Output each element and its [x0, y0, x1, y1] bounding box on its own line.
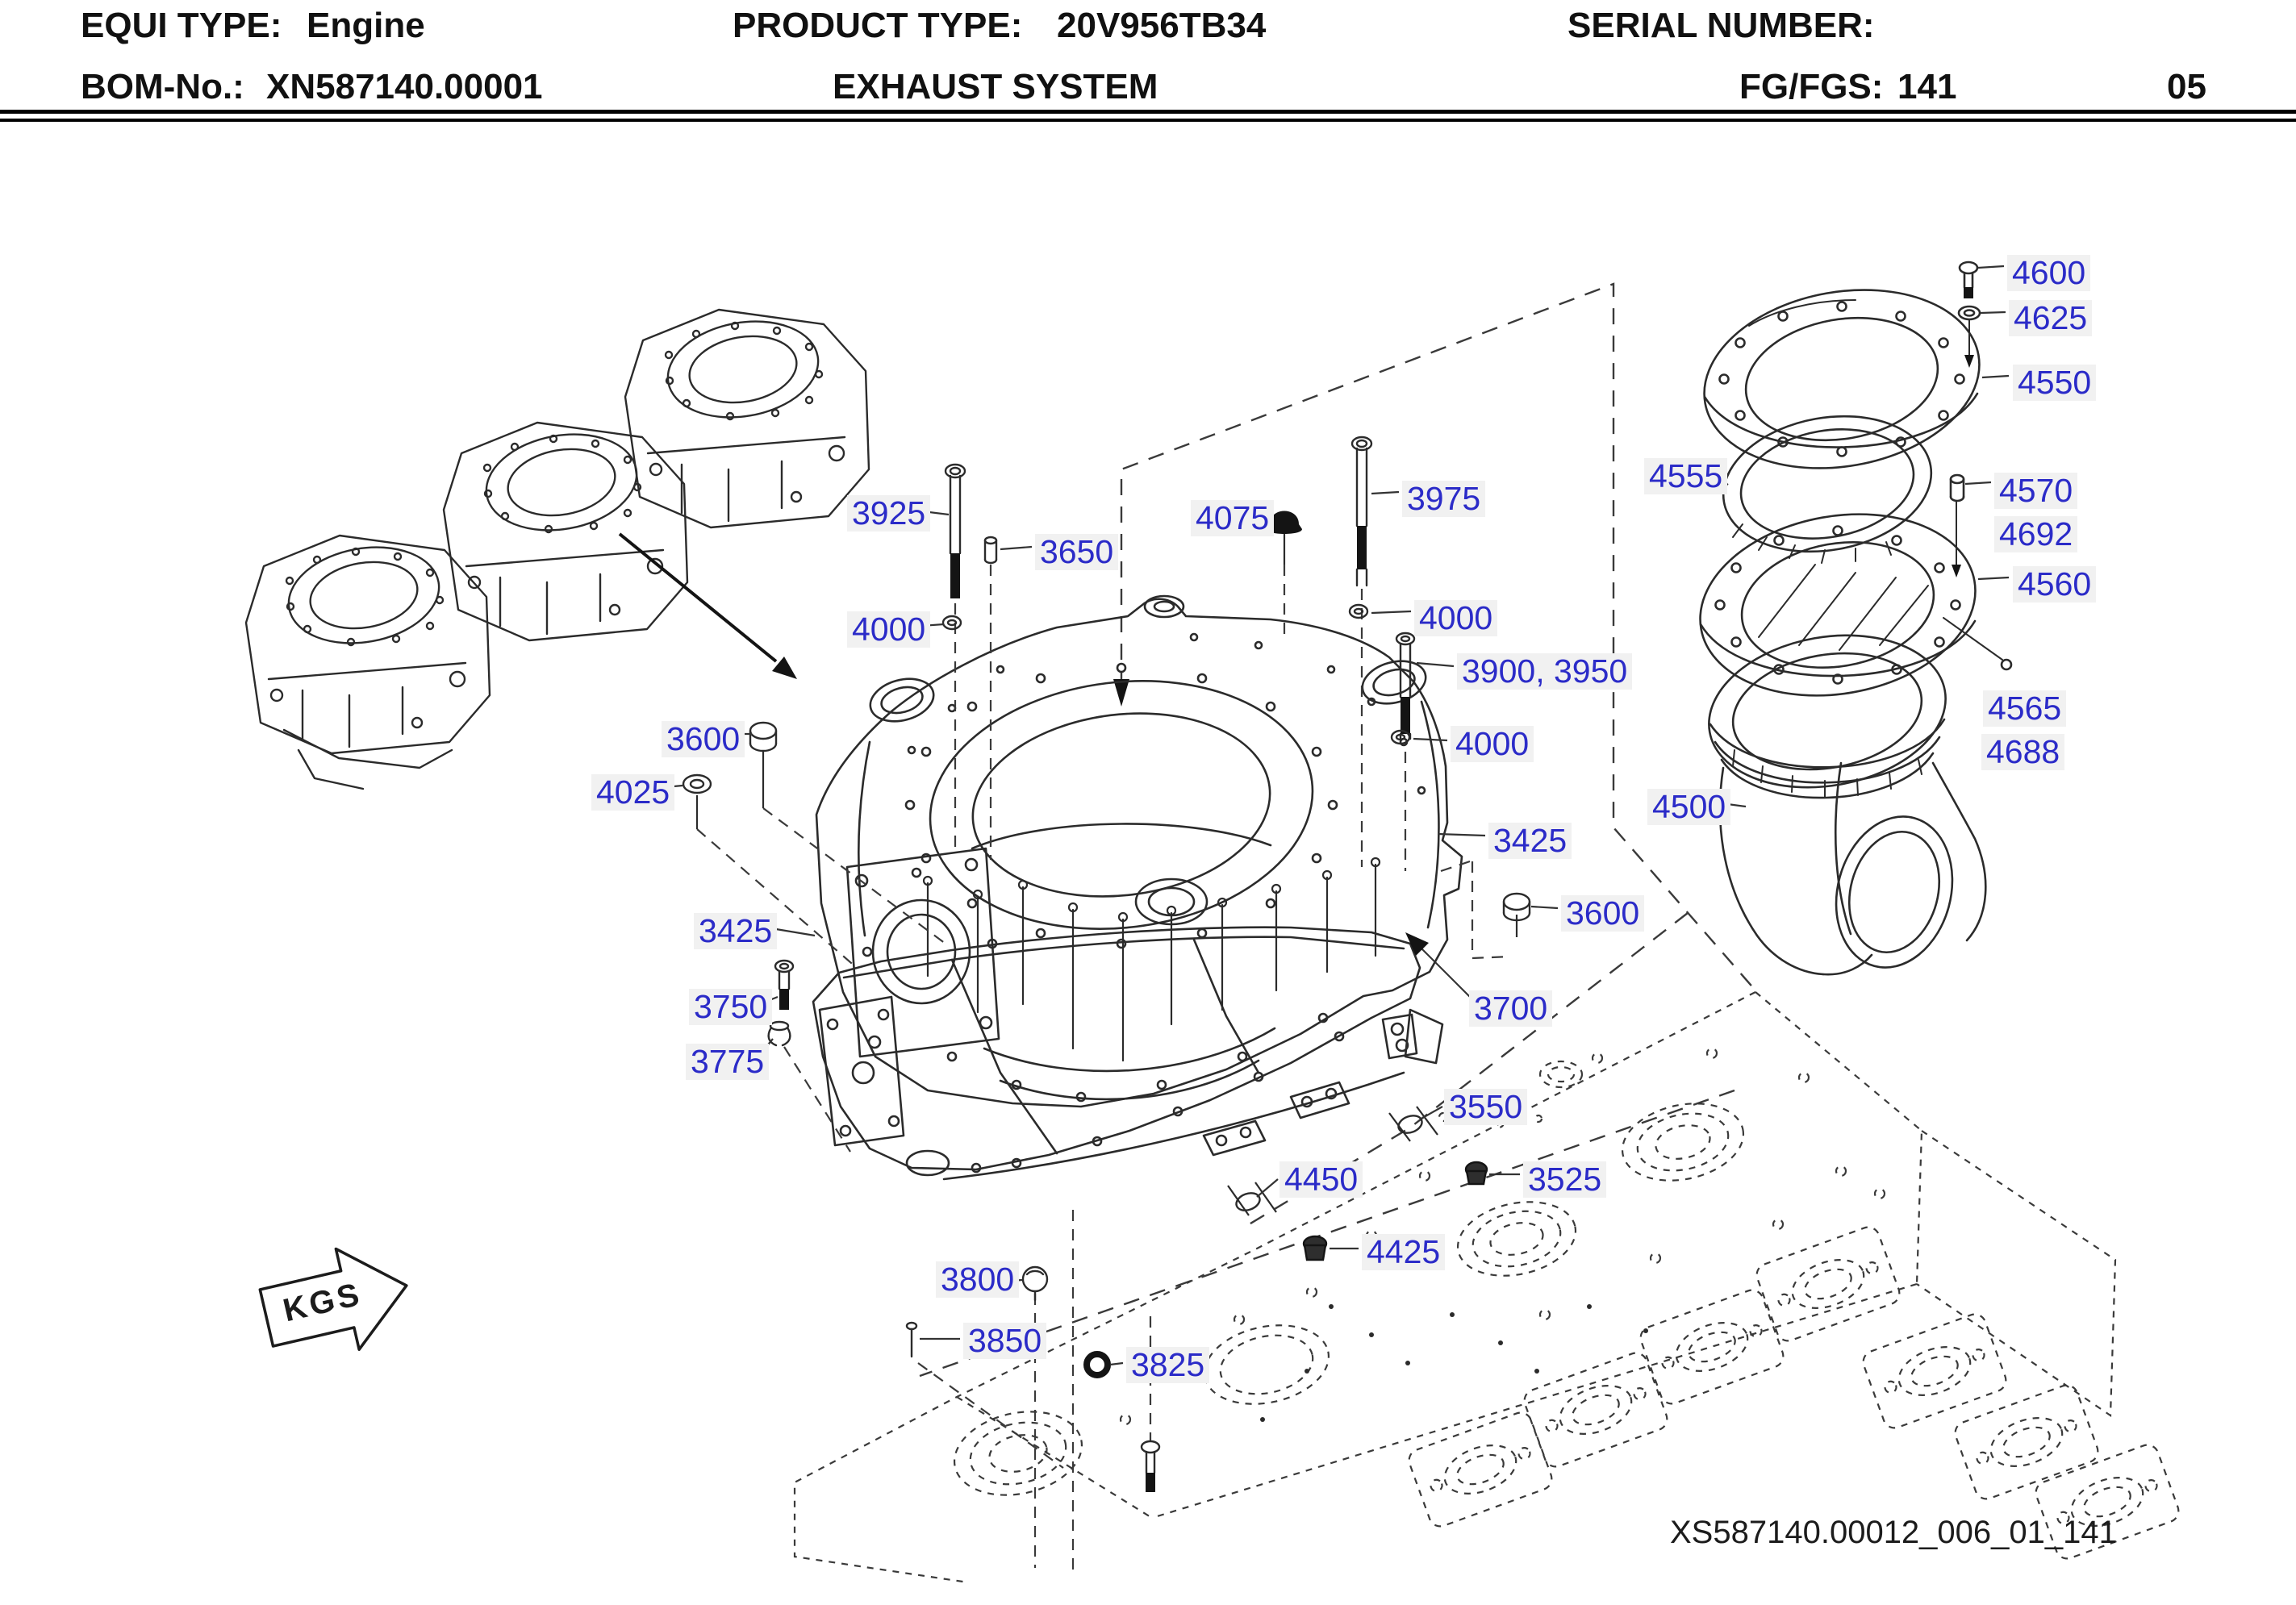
equi-type-label: EQUI TYPE: [81, 6, 282, 45]
flange-4550 [1703, 289, 1981, 469]
bom-no-label: BOM-No.: [81, 67, 244, 106]
drawing-id: XS587140.00012_006_01_141 [1670, 1515, 2117, 1550]
assembly-axes [696, 565, 1511, 1573]
bom-no-value: XN587140.00001 [266, 67, 543, 106]
part-callout-4075[interactable]: 4075 [1191, 500, 1275, 537]
fasteners [682, 436, 1531, 1492]
part-callout-4000-left[interactable]: 4000 [847, 611, 931, 648]
part-callout-4555[interactable]: 4555 [1644, 458, 1728, 495]
part-callout-4570[interactable]: 4570 [1994, 473, 2078, 510]
product-type-value: 20V956TB34 [1057, 6, 1267, 45]
part-callout-3700[interactable]: 3700 [1469, 990, 1553, 1028]
header-divider [0, 110, 2296, 122]
elbow-4500 [1708, 634, 1987, 976]
part-callout-4000-right-upper[interactable]: 4000 [1414, 600, 1498, 637]
part-callout-3550[interactable]: 3550 [1444, 1089, 1528, 1126]
system-title: EXHAUST SYSTEM [833, 67, 1158, 106]
flange-4560 [1699, 513, 1977, 697]
part-callout-3975[interactable]: 3975 [1402, 481, 1486, 518]
part-callout-4000-right-lower[interactable]: 4000 [1451, 726, 1534, 763]
equi-type-value: Engine [307, 6, 425, 45]
installed-assembly-inset [244, 308, 870, 790]
part-callout-4692[interactable]: 4692 [1994, 516, 2078, 553]
part-callout-4450[interactable]: 4450 [1279, 1161, 1363, 1199]
part-callout-4425[interactable]: 4425 [1362, 1234, 1446, 1271]
part-callout-4550[interactable]: 4550 [2013, 365, 2097, 402]
part-callout-3825[interactable]: 3825 [1126, 1347, 1210, 1384]
lower-housing-3700 [812, 926, 1444, 1181]
product-type-label: PRODUCT TYPE: [733, 6, 1023, 45]
part-callout-4500[interactable]: 4500 [1647, 789, 1731, 826]
upper-housing-3425 [815, 594, 1463, 1108]
part-callout-3425-left[interactable]: 3425 [694, 913, 778, 950]
part-callout-3600-left[interactable]: 3600 [662, 721, 745, 758]
leader-lines [664, 265, 2010, 1366]
part-callout-3775[interactable]: 3775 [686, 1044, 770, 1081]
outlet-flange-stack [1699, 261, 2013, 976]
sheet-number: 05 [2167, 67, 2206, 106]
part-callout-4688[interactable]: 4688 [1981, 734, 2065, 771]
part-callout-3600-right[interactable]: 3600 [1561, 895, 1645, 932]
part-callout-3425-right[interactable]: 3425 [1488, 823, 1572, 860]
serial-number-label: SERIAL NUMBER: [1568, 6, 1875, 45]
fg-fgs-label: FG/FGS: [1739, 67, 1884, 106]
fg-fgs-value: 141 [1897, 67, 1957, 106]
part-callout-4625[interactable]: 4625 [2009, 300, 2093, 337]
kgs-direction-arrow [258, 1247, 408, 1351]
part-callout-3525[interactable]: 3525 [1523, 1161, 1607, 1199]
leader-3700-arrowhead [1405, 932, 1429, 956]
part-callout-4560[interactable]: 4560 [2013, 566, 2097, 603]
part-callout-4565[interactable]: 4565 [1983, 690, 2067, 727]
install-arrow [618, 532, 797, 679]
part-callout-3650[interactable]: 3650 [1035, 534, 1119, 571]
gasket-4555 [1722, 415, 1933, 564]
part-callout-3900-3950[interactable]: 3900, 3950 [1457, 653, 1633, 690]
part-callout-3850[interactable]: 3850 [963, 1323, 1047, 1360]
insert-direction-arrowhead [1113, 679, 1129, 707]
part-callout-4025[interactable]: 4025 [591, 774, 675, 811]
part-callout-3800[interactable]: 3800 [936, 1261, 1020, 1299]
axis-stubs [695, 531, 1518, 1216]
part-callout-3925[interactable]: 3925 [847, 495, 931, 532]
part-callout-3750[interactable]: 3750 [689, 989, 773, 1026]
engine-block-dots [1260, 1304, 1648, 1422]
part-callout-4600[interactable]: 4600 [2007, 255, 2091, 292]
